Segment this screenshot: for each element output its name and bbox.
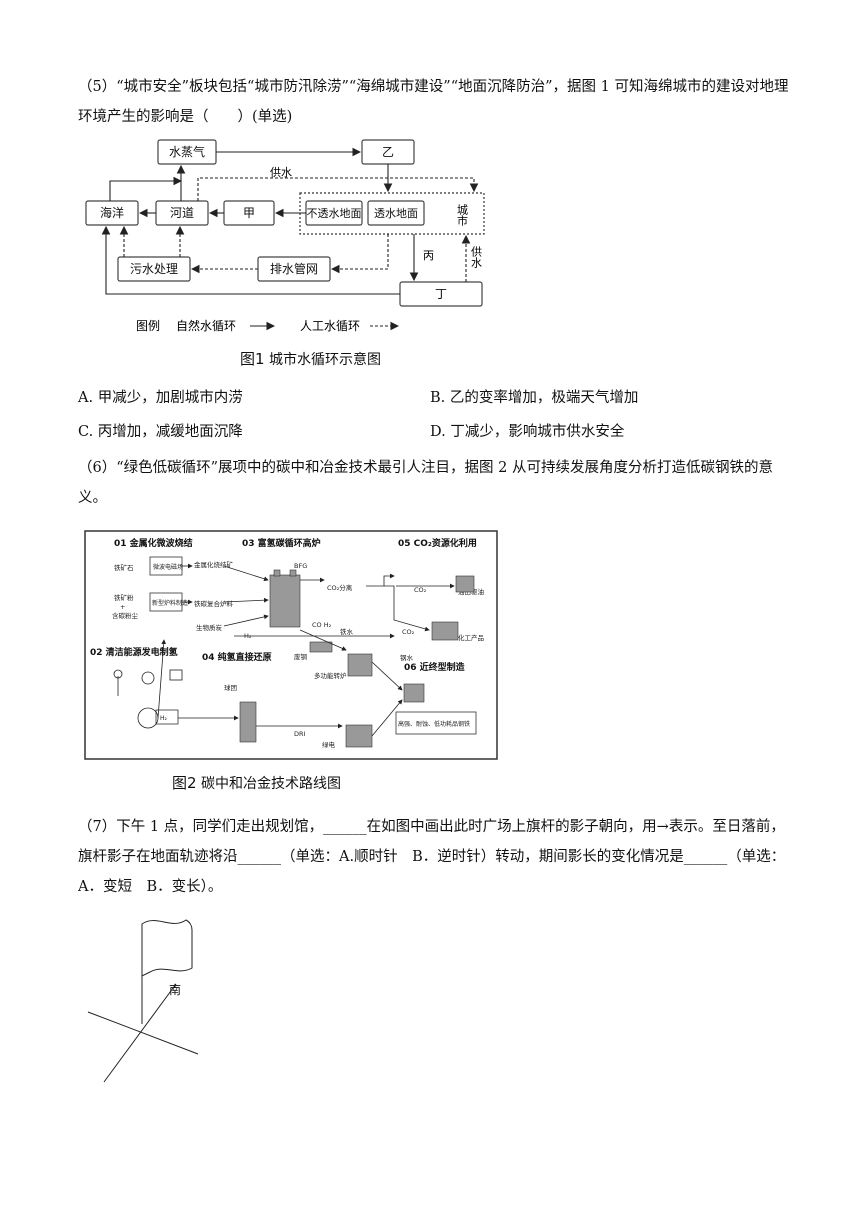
node-jia: 甲 <box>243 206 255 220</box>
item-biomass: 生物质炭 <box>196 623 223 632</box>
node-ding: 丁 <box>435 287 447 301</box>
figure2-title: 碳中和冶金技术路线图 <box>201 776 341 792</box>
figure3-flagpole-diagram: 南 <box>87 919 199 1083</box>
flag-icon <box>141 919 193 977</box>
figure1-number: 图1 <box>240 350 265 368</box>
section-03: 03 富氢碳循环高炉 <box>242 537 321 549</box>
item-multi-furnace: 多功能转炉 <box>314 671 347 680</box>
item-carbon-powder: 含碳粉尘 <box>112 611 139 620</box>
item-plus: + <box>120 603 125 611</box>
label-bing: 丙 <box>423 249 434 262</box>
south-label: 南 <box>169 982 181 997</box>
item-pellet: 球团 <box>224 683 237 692</box>
node-drain: 排水管网 <box>270 261 318 276</box>
figure2-number: 图2 <box>172 774 197 792</box>
figure1-caption: 图1 城市水循环示意图 <box>240 348 381 369</box>
figure1-water-cycle-diagram: 水蒸气 乙 海洋 河道 甲 不透水地面 透水地面 污水处理 排水管网 丁 城市 … <box>85 139 485 333</box>
item-scrap: 废钢 <box>294 652 308 661</box>
item-new-furnace: 新型炉料制造 <box>152 599 188 607</box>
q7-stem: （7）下午 1 点，同学们走出规划馆，______在如图中画出此时广场上旗杆的影… <box>78 819 786 895</box>
node-impervious: 不透水地面 <box>307 207 362 220</box>
item-chem: 化工产品 <box>458 633 484 642</box>
figure2-caption: 图2 碳中和冶金技术路线图 <box>172 772 341 793</box>
item-iron-carbon: 铁碳复合炉料 <box>194 599 234 608</box>
section-02: 02 清洁能源发电制氢 <box>90 646 178 658</box>
node-vapor: 水蒸气 <box>169 144 205 159</box>
node-river: 河道 <box>170 206 194 220</box>
item-steel-water: 钢水 <box>400 653 414 662</box>
item-bfg: BFG <box>294 562 307 570</box>
label-supply-top: 供水 <box>270 165 292 179</box>
item-molten-iron: 铁水 <box>340 627 354 636</box>
node-sewage: 污水处理 <box>130 262 178 276</box>
legend-artificial: 人工水循环 <box>300 319 360 333</box>
item-co-h2: CO H₂ <box>312 621 332 629</box>
item-ore-powder: 铁矿粉 <box>114 593 134 602</box>
item-dri: DRI <box>294 730 306 738</box>
node-ocean: 海洋 <box>100 205 124 220</box>
item-ore: 铁矿石 <box>114 563 134 572</box>
q5-option-a: A. 甲减少，加剧城市内涝 <box>78 390 243 406</box>
section-01: 01 金属化微波烧结 <box>114 537 193 549</box>
q5-option-c: C. 丙增加，减缓地面沉降 <box>78 424 243 440</box>
node-pervious: 透水地面 <box>374 207 418 220</box>
ground-line-ew <box>87 1011 199 1055</box>
legend-title: 图例 <box>136 319 160 333</box>
item-co2-a: CO₂ <box>414 586 427 594</box>
item-metallize: 金属化烧结矿 <box>194 560 234 569</box>
q5-option-b: B. 乙的变率增加，极端天气增加 <box>430 390 639 406</box>
section-05: 05 CO₂资源化利用 <box>398 537 477 549</box>
item-co2-b: CO₂ <box>402 628 415 636</box>
q5-option-d: D. 丁减少，影响城市供水安全 <box>430 424 625 440</box>
legend-natural: 自然水循环 <box>176 318 236 333</box>
node-yi: 乙 <box>382 145 394 159</box>
section-04: 04 纯氢直接还原 <box>202 651 272 663</box>
section-06: 06 近终型制造 <box>404 661 466 673</box>
figure2-metallurgy-roadmap: 01 金属化微波烧结 02 清洁能源发电制氢 03 富氢碳循环高炉 04 纯氢直… <box>84 530 498 760</box>
q5-stem: （5）“城市安全”板块包括“城市防汛除涝”“海绵城市建设”“地面沉降防治”，据图… <box>78 79 789 125</box>
item-green-power: 绿电 <box>322 740 336 749</box>
item-product: 高强、耐蚀、低功耗品钢铁 <box>398 720 470 728</box>
node-city: 城市 <box>456 204 469 227</box>
item-co2-sep: CO₂分离 <box>327 583 353 592</box>
item-microwave: 微波电磁场 <box>153 563 183 571</box>
q6-stem: （6）“绿色低碳循环”展项中的碳中和冶金技术最引人注目，据图 2 从可持续发展角… <box>78 460 773 506</box>
figure1-title: 城市水循环示意图 <box>269 352 381 368</box>
item-h2-b: H₂ <box>160 715 168 722</box>
ground-line-ns <box>103 983 177 1083</box>
label-supply-side: 供水 <box>470 245 483 268</box>
